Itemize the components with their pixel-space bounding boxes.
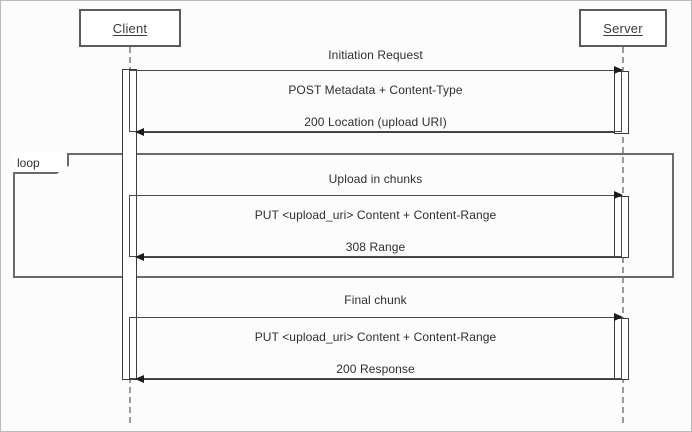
message-line-200-response bbox=[137, 379, 614, 380]
participant-box-server[interactable]: Server bbox=[579, 9, 667, 47]
message-line-200-location bbox=[137, 132, 614, 133]
message-label-200-location: 200 Location (upload URI) bbox=[304, 115, 447, 129]
note-upload-in-chunks: Upload in chunks bbox=[328, 172, 423, 186]
message-band-final bbox=[129, 317, 622, 379]
note-initiation-request: Initiation Request bbox=[328, 48, 423, 62]
participant-box-client[interactable]: Client bbox=[79, 9, 181, 47]
message-label-put-chunk: PUT <upload_uri> Content + Content-Range bbox=[254, 208, 497, 222]
arrowhead-put-chunk bbox=[614, 191, 623, 199]
loop-fragment-label: loop bbox=[17, 155, 40, 170]
message-label-put-final-chunk: PUT <upload_uri> Content + Content-Range bbox=[254, 330, 497, 344]
message-label-308-range: 308 Range bbox=[345, 240, 406, 254]
loop-fragment-tag: loop bbox=[13, 153, 69, 174]
message-line-308-range bbox=[137, 257, 614, 258]
loop-fragment bbox=[13, 153, 674, 278]
message-band-chunk bbox=[129, 195, 622, 257]
arrowhead-200-response bbox=[135, 375, 144, 383]
arrowhead-put-final-chunk bbox=[614, 313, 623, 321]
arrowhead-200-location bbox=[135, 128, 144, 136]
message-label-post-metadata: POST Metadata + Content-Type bbox=[288, 83, 463, 97]
message-label-200-response: 200 Response bbox=[336, 362, 415, 376]
message-band-initiation bbox=[129, 70, 622, 132]
arrowhead-post-metadata bbox=[614, 66, 623, 74]
arrowhead-308-range bbox=[135, 253, 144, 261]
participant-label-client: Client bbox=[112, 20, 148, 36]
note-final-chunk: Final chunk bbox=[344, 293, 407, 307]
participant-label-server: Server bbox=[603, 20, 643, 36]
